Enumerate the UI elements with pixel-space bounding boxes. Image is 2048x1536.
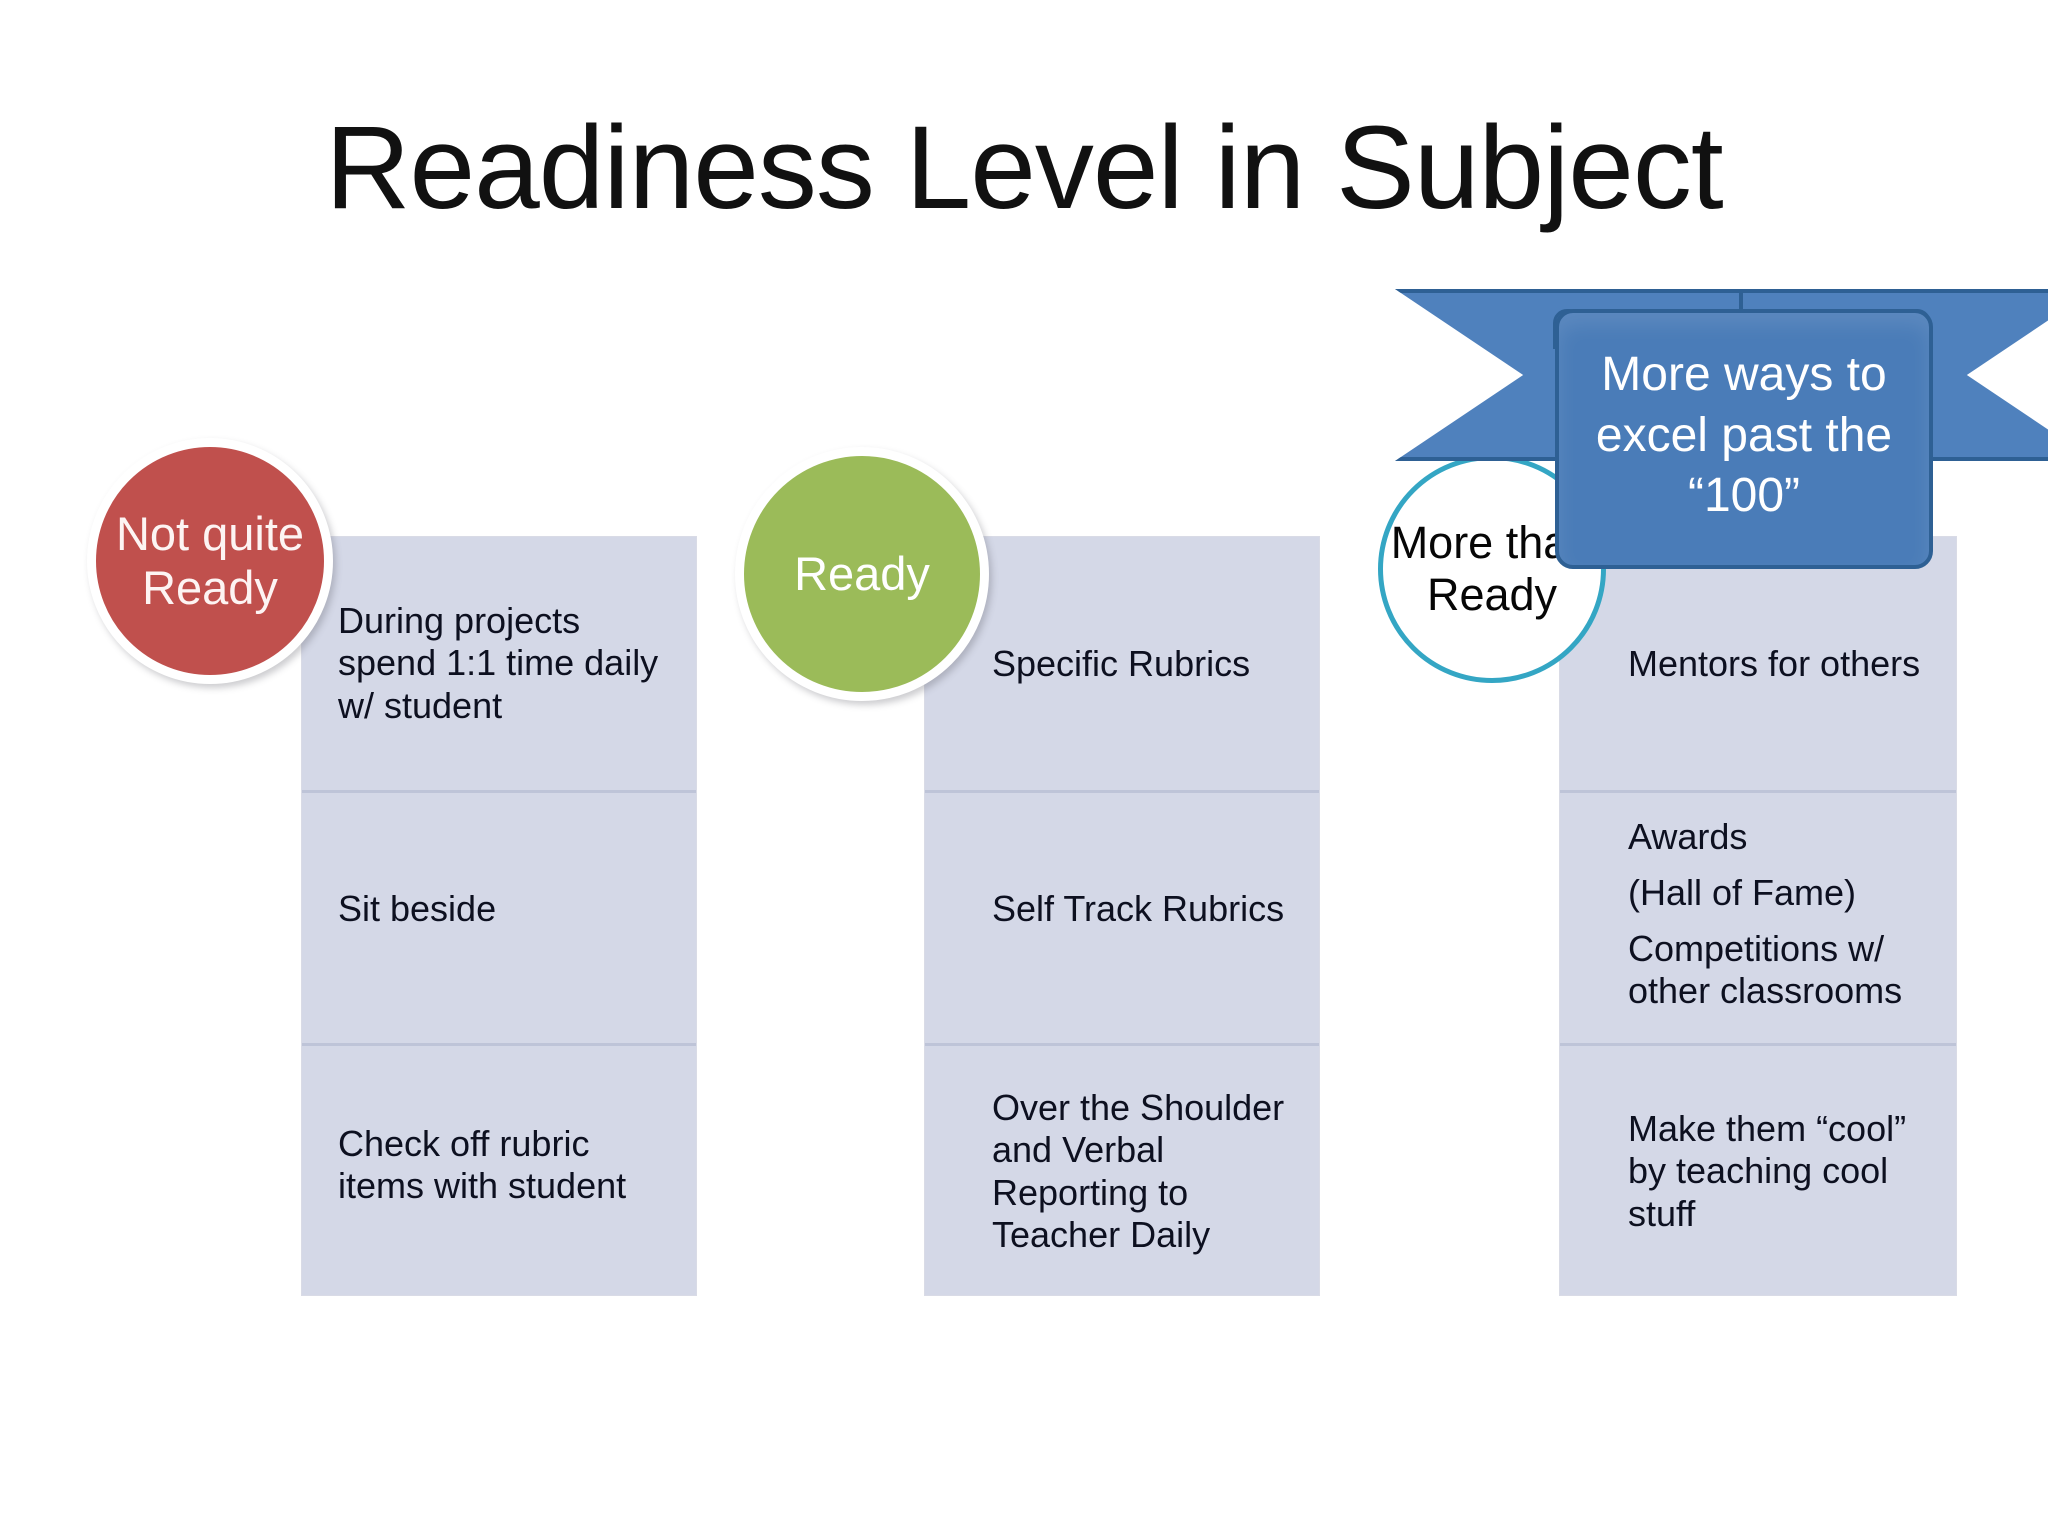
list-item: Mentors for others: [1628, 643, 1921, 684]
list-item: Over the Shoulder and Verbal Reporting t…: [992, 1087, 1285, 1256]
ribbon-label: More ways to excel past the “100”: [1595, 348, 1893, 523]
band-divider: [1560, 790, 1956, 793]
band-divider: [925, 790, 1319, 793]
badge-circle-not-quite-ready: Not quite Ready: [87, 438, 333, 684]
list-item: (Hall of Fame): [1628, 872, 1857, 913]
list-item: Check off rubric items with student: [338, 1123, 627, 1207]
ribbon-banner: More ways to excel past the “100”: [1395, 289, 2048, 569]
badge-circle-ready: Ready: [735, 447, 989, 701]
list-item: During projects spend 1:1 time daily w/ …: [338, 600, 659, 726]
badge-circle-label: Ready: [794, 547, 930, 601]
list-item: Competitions w/ other classrooms: [1628, 928, 1903, 1012]
list-item: Self Track Rubrics: [992, 888, 1285, 929]
band-divider: [925, 1043, 1319, 1046]
band-divider: [302, 1043, 696, 1046]
badge-circle-label: Not quite Ready: [115, 507, 305, 614]
band-divider: [302, 790, 696, 793]
list-item: Make them “cool” by teaching cool stuff: [1628, 1108, 1907, 1234]
page-title: Readiness Level in Subject: [325, 102, 1723, 234]
list-item: Specific Rubrics: [992, 643, 1251, 684]
column-panel-ready: [925, 537, 1319, 1295]
column-panel-not-quite-ready: [302, 537, 696, 1295]
column-panel-more-than-ready: [1560, 537, 1956, 1295]
list-item: Sit beside: [338, 888, 497, 929]
list-item: Awards: [1628, 816, 1748, 857]
ribbon-plaque: More ways to excel past the “100”: [1555, 309, 1933, 569]
band-divider: [1560, 1043, 1956, 1046]
